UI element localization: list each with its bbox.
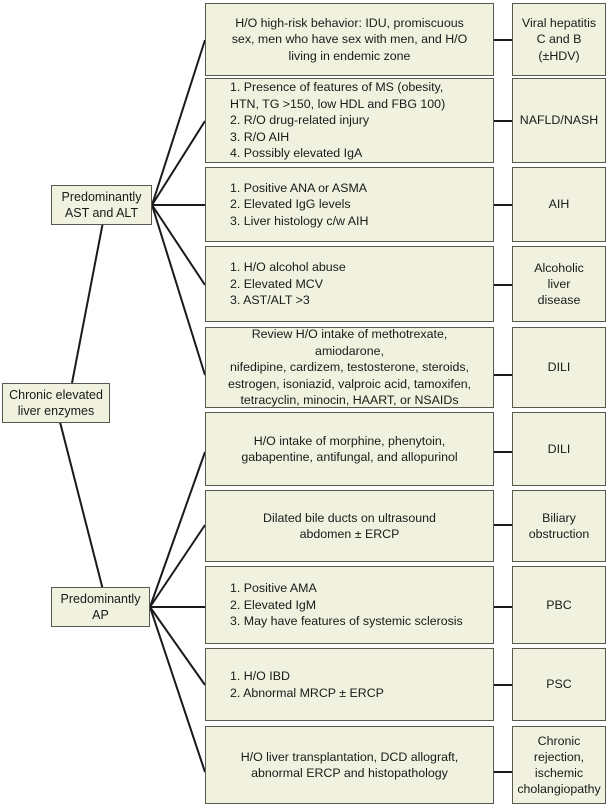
edge-root-to-ast-alt <box>71 221 104 384</box>
node-predominantly-ap[interactable]: Predominantly AP <box>51 587 150 627</box>
finding-text: H/O liver transplantation, DCD allograft… <box>240 749 459 781</box>
diagnosis-text: AIH <box>548 197 570 212</box>
finding-box-pbc[interactable]: 1. Positive AMA 2. Elevated IgM 3. May h… <box>205 566 494 644</box>
finding-box-nafld-nash[interactable]: 1. Presence of features of MS (obesity, … <box>205 78 494 163</box>
finding-box-dili-hepatocellular[interactable]: Review H/O intake of methotrexate, amiod… <box>205 327 494 408</box>
finding-box-dili-cholestatic[interactable]: H/O intake of morphine, phenytoin, gabap… <box>205 412 494 486</box>
finding-box-psc[interactable]: 1. H/O IBD 2. Abnormal MRCP ± ERCP <box>205 648 494 721</box>
edge-ap-to-row-10 <box>149 606 206 773</box>
edge-ap-to-row-6 <box>149 451 206 608</box>
finding-box-alcoholic-liver-disease[interactable]: 1. H/O alcohol abuse 2. Elevated MCV 3. … <box>205 246 494 322</box>
finding-text: Review H/O intake of methotrexate, amiod… <box>227 327 472 408</box>
node-predominantly-ast-and-alt[interactable]: Predominantly AST and ALT <box>51 185 152 225</box>
diagnosis-box-nafld-nash[interactable]: NAFLD/NASH <box>512 78 606 163</box>
finding-box-chronic-rejection[interactable]: H/O liver transplantation, DCD allograft… <box>205 726 494 804</box>
finding-box-aih[interactable]: 1. Positive ANA or ASMA 2. Elevated IgG … <box>205 167 494 242</box>
diagnosis-box-viral-hepatitis[interactable]: Viral hepatitis C and B (±HDV) <box>512 3 606 76</box>
finding-text: H/O high-risk behavior: IDU, promiscuous… <box>231 15 468 63</box>
edge-ast-alt-to-row-2 <box>151 120 206 206</box>
edge-root-to-ap <box>59 421 104 591</box>
diagnosis-box-chronic-rejection[interactable]: Chronic rejection, ischemic cholangiopat… <box>512 726 606 804</box>
finding-text: 1. Presence of features of MS (obesity, … <box>230 80 446 161</box>
diagnosis-text: Chronic rejection, ischemic cholangiopat… <box>517 733 601 797</box>
finding-text: Dilated bile ducts on ultrasound abdomen… <box>263 510 436 542</box>
node-chronic-elevated-liver-enzymes[interactable]: Chronic elevated liver enzymes <box>2 383 110 423</box>
finding-text: 1. Positive AMA 2. Elevated IgM 3. May h… <box>230 581 463 629</box>
edge-ap-to-row-9 <box>149 606 206 686</box>
diagnosis-box-pbc[interactable]: PBC <box>512 566 606 644</box>
diagnosis-box-aih[interactable]: AIH <box>512 167 606 242</box>
finding-text: 1. H/O IBD 2. Abnormal MRCP ± ERCP <box>230 669 384 700</box>
diagnosis-box-biliary-obstruction[interactable]: Biliary obstruction <box>512 490 606 562</box>
diagnosis-text: DILI <box>547 441 571 456</box>
diagnosis-box-dili-cholestatic[interactable]: DILI <box>512 412 606 486</box>
diagnosis-text: Alcoholic liver disease <box>534 260 584 308</box>
finding-text: 1. H/O alcohol abuse 2. Elevated MCV 3. … <box>230 260 346 308</box>
diagnosis-box-dili-hepatocellular[interactable]: DILI <box>512 327 606 408</box>
edge-ap-to-row-7 <box>149 524 206 608</box>
diagnosis-text: PBC <box>546 597 572 612</box>
edge-ast-alt-to-row-1 <box>151 39 206 206</box>
diagnosis-text: NAFLD/NASH <box>519 113 599 128</box>
diagnosis-box-psc[interactable]: PSC <box>512 648 606 721</box>
diagnosis-box-alcoholic-liver-disease[interactable]: Alcoholic liver disease <box>512 246 606 322</box>
diagnosis-text: Biliary obstruction <box>528 510 590 541</box>
finding-box-viral-hepatitis[interactable]: H/O high-risk behavior: IDU, promiscuous… <box>205 3 494 76</box>
finding-text: 1. Positive ANA or ASMA 2. Elevated IgG … <box>230 180 369 228</box>
finding-text: H/O intake of morphine, phenytoin, gabap… <box>241 433 458 465</box>
finding-box-biliary-obstruction[interactable]: Dilated bile ducts on ultrasound abdomen… <box>205 490 494 562</box>
diagnosis-text: Viral hepatitis C and B (±HDV) <box>521 16 597 63</box>
diagnosis-text: PSC <box>546 677 572 692</box>
node-label: Predominantly AST and ALT <box>61 190 142 220</box>
edge-ast-alt-to-row-4 <box>151 204 206 286</box>
edge-ast-alt-to-row-5 <box>151 204 206 376</box>
diagnosis-text: DILI <box>547 360 571 375</box>
node-label: Chronic elevated liver enzymes <box>9 388 103 418</box>
node-label: Predominantly AP <box>60 592 141 622</box>
